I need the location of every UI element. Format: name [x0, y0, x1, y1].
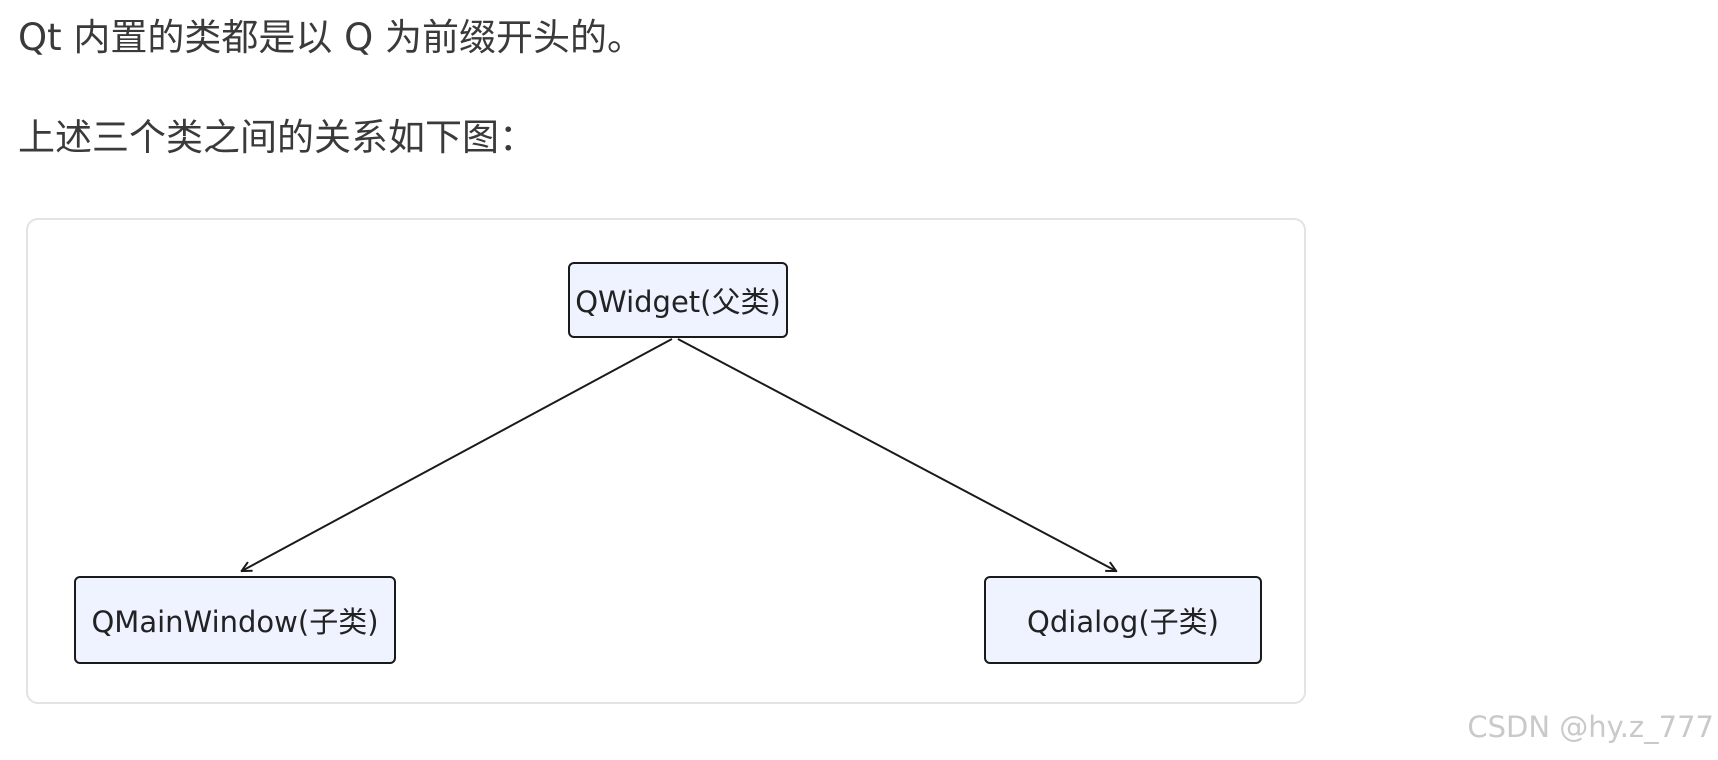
- diagram-edges: [28, 338, 1304, 702]
- node-qmainwindow: QMainWindow(子类): [74, 576, 396, 664]
- watermark: CSDN @hy.z_777: [1467, 710, 1714, 744]
- edge-parent-to-mainwindow: [242, 338, 673, 571]
- node-qdialog: Qdialog(子类): [984, 576, 1262, 664]
- intro-text: Qt 内置的类都是以 Q 为前缀开头的。: [18, 16, 645, 59]
- edge-parent-to-dialog: [677, 338, 1116, 571]
- node-qwidget: QWidget(父类): [568, 262, 788, 338]
- relation-text: 上述三个类之间的关系如下图：: [18, 116, 536, 159]
- class-diagram: QWidget(父类) QMainWindow(子类) Qdialog(子类): [26, 218, 1306, 704]
